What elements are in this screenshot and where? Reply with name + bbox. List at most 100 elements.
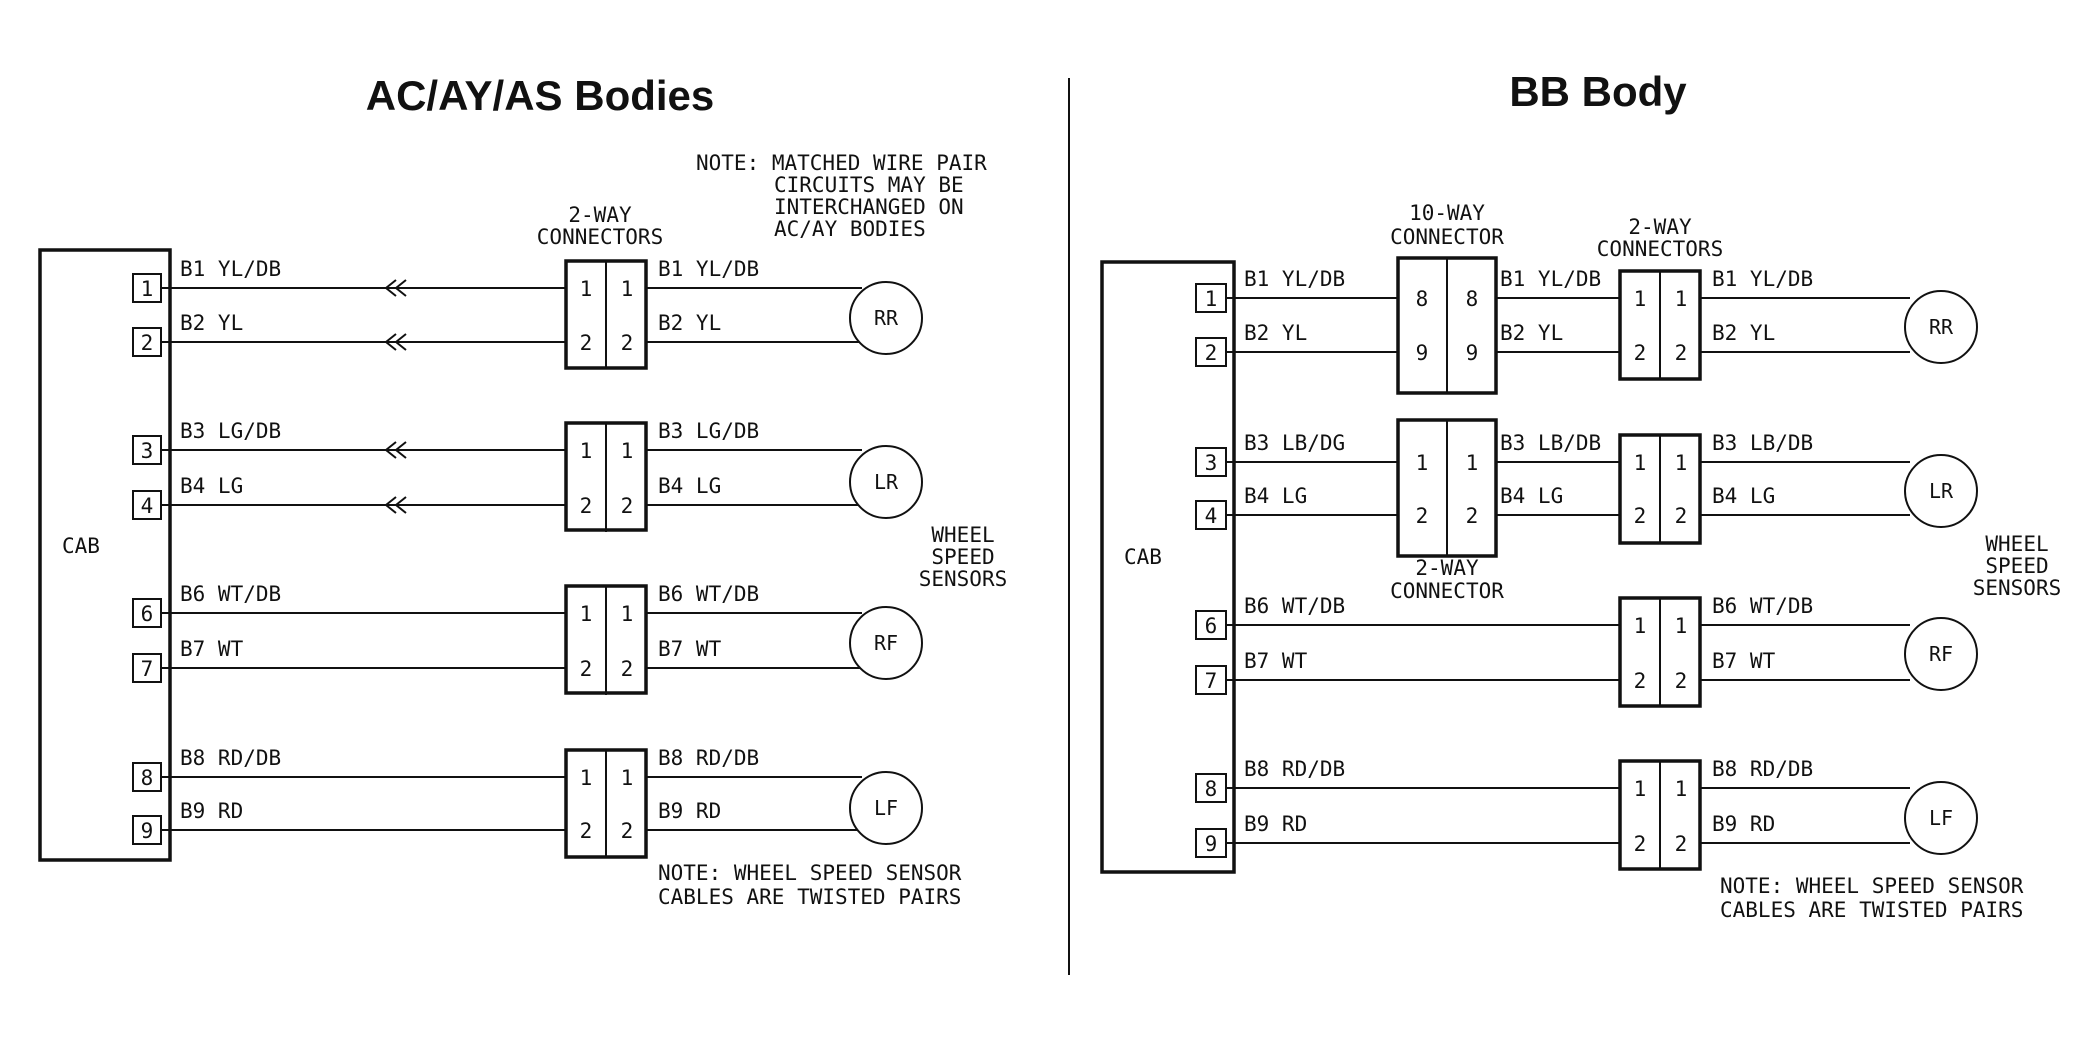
right-sensor-rr: RR <box>1904 290 1978 364</box>
svg-text:6: 6 <box>141 602 154 626</box>
left-wire-label: B2 YL <box>180 311 243 335</box>
right-connector-pin: 2 <box>1675 504 1688 528</box>
left-pin: 8 <box>132 762 162 792</box>
right-connector-title-line-1: 2-WAY <box>1628 215 1692 239</box>
svg-text:3: 3 <box>141 439 154 463</box>
right-note-bottom-line-2: CABLES ARE TWISTED PAIRS <box>1720 898 2023 922</box>
left-pin: 1 <box>132 273 162 303</box>
right-pin: 6 <box>1195 610 1227 640</box>
right-wheel-label-line-1: WHEEL <box>1985 532 2048 556</box>
right-output-wire-label: B9 RD <box>1712 812 1775 836</box>
right-connector-pin: 1 <box>1675 777 1688 801</box>
right-ten-way-pin: 8 <box>1416 287 1429 311</box>
left-wheel-label-line-3: SENSORS <box>919 567 1008 591</box>
right-connector-title: 2-WAY CONNECTORS <box>1597 215 1723 261</box>
right-mid-wire-labels: B1 YL/DB B2 YL B3 LB/DB B4 LG <box>1500 267 1601 508</box>
left-pin: 9 <box>132 815 162 845</box>
left-note-top-line-4: AC/AY BODIES <box>774 217 926 241</box>
right-ten-way-title-line-2: CONNECTOR <box>1390 225 1504 249</box>
left-wires <box>161 259 862 859</box>
left-output-wire-label: B3 LG/DB <box>658 419 759 443</box>
right-title: BB Body <box>1509 68 1687 115</box>
left-pin: 6 <box>132 598 162 628</box>
left-connector-pin: 1 <box>621 277 634 301</box>
right-mid-connector-title-line-1: 2-WAY <box>1415 556 1479 580</box>
left-connector-title-line-1: 2-WAY <box>568 203 632 227</box>
left-connector-title-line-2: CONNECTORS <box>537 225 663 249</box>
right-connector-pin: 1 <box>1634 777 1647 801</box>
left-connector-pin: 1 <box>621 439 634 463</box>
svg-text:7: 7 <box>141 657 154 681</box>
left-output-wire-label: B6 WT/DB <box>658 582 759 606</box>
right-wheel-label-line-2: SPEED <box>1985 554 2048 578</box>
left-output-wire-label: B4 LG <box>658 474 721 498</box>
svg-text:7: 7 <box>1205 669 1218 693</box>
right-output-wire-label: B3 LB/DB <box>1712 431 1813 455</box>
svg-text:9: 9 <box>141 819 154 843</box>
left-sensor-lr: LR <box>849 445 923 519</box>
svg-text:RR: RR <box>1929 315 1954 339</box>
right-note-bottom-line-1: NOTE: WHEEL SPEED SENSOR <box>1720 874 2024 898</box>
right-wires <box>1226 256 1910 871</box>
right-output-wire-labels: B1 YL/DB B2 YL B3 LB/DB B4 LG B6 WT/DB B… <box>1712 267 1813 836</box>
svg-text:LF: LF <box>1929 806 1953 830</box>
right-wire-label: B2 YL <box>1244 321 1307 345</box>
right-output-wire-label: B6 WT/DB <box>1712 594 1813 618</box>
left-wheel-label-line-1: WHEEL <box>931 523 994 547</box>
right-mid-connector-title-line-2: CONNECTOR <box>1390 579 1504 603</box>
right-mid-wire-label: B4 LG <box>1500 484 1563 508</box>
left-cab-label: CAB <box>62 534 100 558</box>
left-wire-arrow <box>384 333 407 351</box>
left-note-bottom: NOTE: WHEEL SPEED SENSOR CABLES ARE TWIS… <box>658 861 962 909</box>
left-note-top-line-3: INTERCHANGED ON <box>774 195 964 219</box>
left-sensor-lf: LF <box>849 771 923 845</box>
left-wheel-label: WHEEL SPEED SENSORS <box>919 523 1008 591</box>
left-output-wire-label: B1 YL/DB <box>658 257 759 281</box>
left-pin: 4 <box>132 490 162 520</box>
left-note-top-line-1: NOTE: MATCHED WIRE PAIR <box>696 151 987 175</box>
left-note-top-line-2: CIRCUITS MAY BE <box>774 173 964 197</box>
svg-text:8: 8 <box>1205 777 1218 801</box>
left-wire-label: B4 LG <box>180 474 243 498</box>
right-output-wire-label: B4 LG <box>1712 484 1775 508</box>
left-pin-list: 1 2 3 4 6 7 8 9 <box>132 273 162 845</box>
right-connector-pin: 1 <box>1634 614 1647 638</box>
left-panel: AC/AY/AS Bodies CAB NOTE: MATCHED WIRE P… <box>38 72 1008 909</box>
left-note-bottom-line-1: NOTE: WHEEL SPEED SENSOR <box>658 861 962 885</box>
left-sensors: RR LR RF LF <box>849 281 923 845</box>
right-output-wire-label: B2 YL <box>1712 321 1775 345</box>
right-wire-label: B9 RD <box>1244 812 1307 836</box>
right-mid-connector-pin: 1 <box>1416 451 1429 475</box>
right-output-wire-label: B1 YL/DB <box>1712 267 1813 291</box>
right-pin: 7 <box>1195 665 1227 695</box>
left-title: AC/AY/AS Bodies <box>366 72 715 119</box>
left-connector-pin: 2 <box>621 494 634 518</box>
left-pin: 2 <box>132 327 162 357</box>
left-output-wire-label: B7 WT <box>658 637 722 661</box>
svg-text:1: 1 <box>141 277 154 301</box>
right-note-bottom: NOTE: WHEEL SPEED SENSOR CABLES ARE TWIS… <box>1720 874 2024 922</box>
left-note-top: NOTE: MATCHED WIRE PAIR CIRCUITS MAY BE … <box>696 151 987 241</box>
right-sensor-lf: LF <box>1904 781 1978 855</box>
svg-text:RF: RF <box>1929 642 1953 666</box>
svg-text:9: 9 <box>1205 832 1218 856</box>
right-wire-label: B6 WT/DB <box>1244 594 1345 618</box>
svg-text:6: 6 <box>1205 614 1218 638</box>
right-connector-pin: 1 <box>1675 614 1688 638</box>
right-pin-list: 1 2 3 4 6 7 8 9 <box>1195 283 1227 858</box>
right-pin: 1 <box>1195 283 1227 313</box>
right-pin: 4 <box>1195 500 1227 530</box>
right-pin: 2 <box>1195 337 1227 367</box>
right-wire-label: B1 YL/DB <box>1244 267 1345 291</box>
left-connector-pin: 1 <box>621 766 634 790</box>
left-connector-pin: 2 <box>580 331 593 355</box>
right-ten-way-title-line-1: 10-WAY <box>1409 201 1485 225</box>
right-mid-connector-pin: 2 <box>1416 504 1429 528</box>
left-cab-module <box>38 248 172 862</box>
right-connector-title-line-2: CONNECTORS <box>1597 237 1723 261</box>
right-connector-pin: 2 <box>1675 341 1688 365</box>
